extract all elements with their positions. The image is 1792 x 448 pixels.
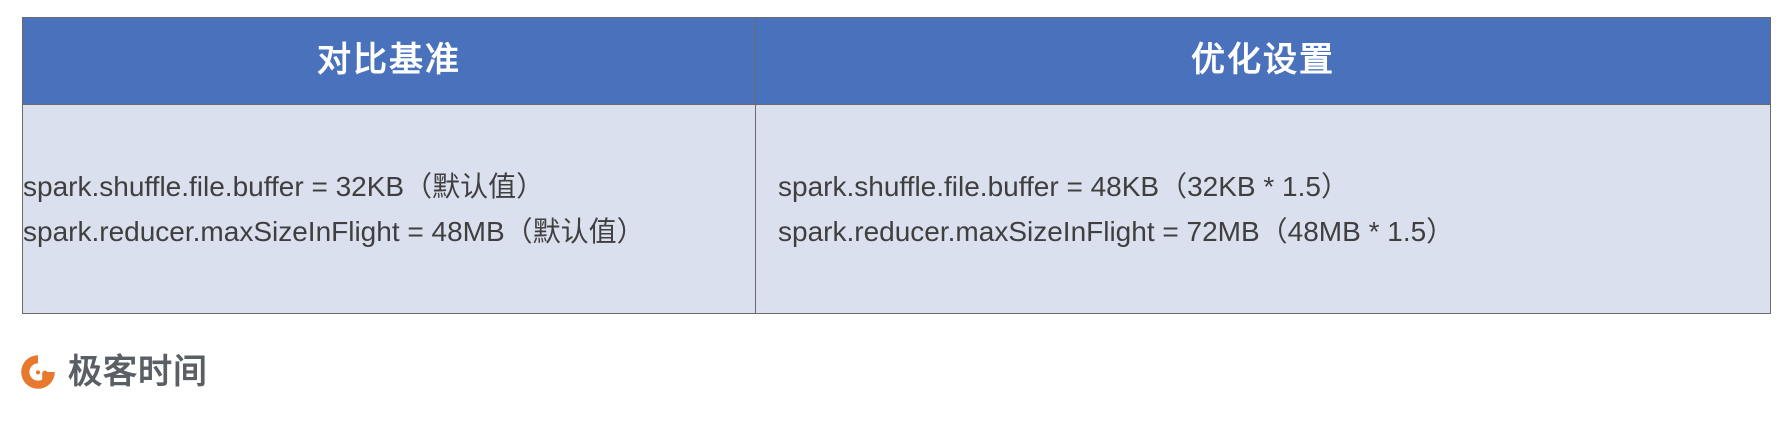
brand-logo: 极客时间	[18, 352, 208, 392]
brand-name-label: 极客时间	[68, 353, 208, 391]
config-line-reducer-maxsizeinflight-baseline: spark.reducer.maxSizeInFlight = 48MB（默认值…	[23, 216, 645, 247]
table-header-row: 对比基准 优化设置	[22, 17, 1771, 105]
table-cell-optimized-config: spark.shuffle.file.buffer = 48KB（32KB * …	[755, 104, 1771, 314]
table-cell-baseline-config: spark.shuffle.file.buffer = 32KB（默认值） sp…	[22, 104, 756, 314]
table-header-cell-baseline: 对比基准	[22, 17, 756, 105]
table-header-label-baseline: 对比基准	[317, 41, 461, 80]
geektime-logo-icon	[18, 352, 58, 392]
config-line-shuffle-file-buffer-baseline: spark.shuffle.file.buffer = 32KB（默认值）	[23, 170, 545, 202]
comparison-table: 对比基准 优化设置 spark.shuffle.file.buffer = 32…	[22, 17, 1771, 314]
table-header-cell-optimized: 优化设置	[755, 17, 1771, 105]
table-row: spark.shuffle.file.buffer = 32KB（默认值） sp…	[22, 104, 1771, 314]
config-line-shuffle-file-buffer-optimized: spark.shuffle.file.buffer = 48KB（32KB * …	[778, 170, 1349, 202]
config-line-reducer-maxsizeinflight-optimized: spark.reducer.maxSizeInFlight = 72MB（48M…	[778, 216, 1455, 247]
table-header-label-optimized: 优化设置	[1191, 41, 1335, 80]
